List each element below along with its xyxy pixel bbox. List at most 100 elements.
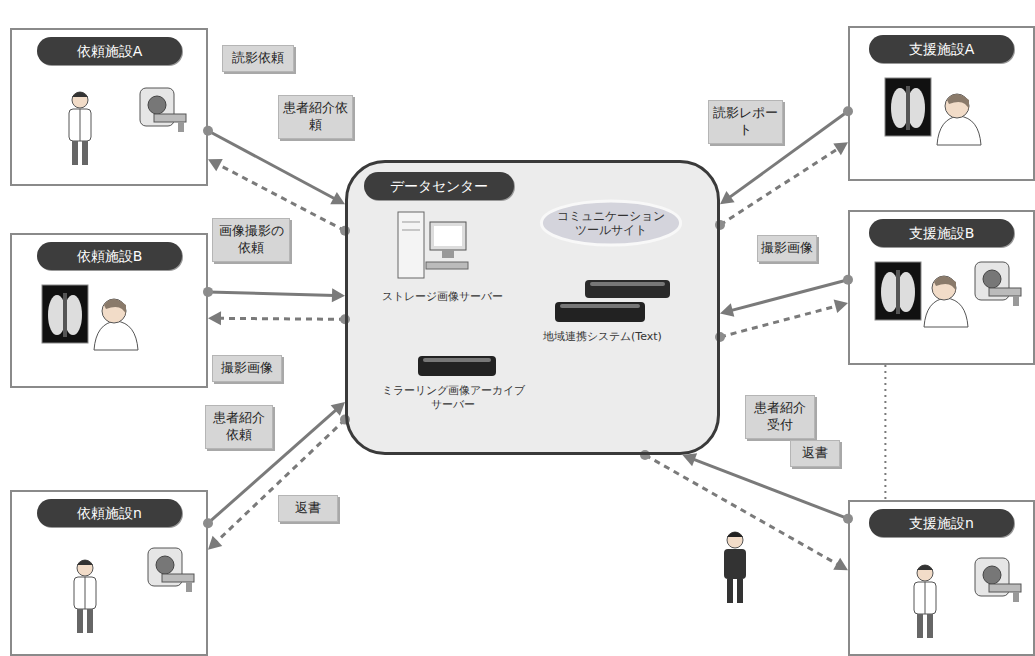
facility-box: 依頼施設n — [10, 490, 208, 656]
connector-dot — [715, 332, 725, 342]
doctor-figure — [74, 560, 96, 633]
node-text: コミュニケーションツールサイト — [554, 209, 668, 238]
sticky-note: 読影レポート — [708, 100, 783, 144]
facility-box: 支援施設B — [848, 210, 1035, 365]
viewing-person — [924, 276, 968, 327]
ct-scanner — [975, 558, 1021, 602]
connector — [203, 402, 345, 528]
connector-line — [720, 306, 838, 337]
arrow-head — [833, 558, 848, 571]
facility-box: 依頼施設B — [10, 233, 208, 388]
device-caption: ストレージ画像サーバー — [372, 290, 512, 304]
connector — [720, 275, 853, 317]
node-title: 支援施設B — [909, 225, 975, 241]
sticky-note: 患者紹介受付 — [745, 395, 815, 439]
arrow-head — [331, 402, 345, 416]
arrow-head — [332, 288, 345, 302]
connector-dot — [203, 287, 213, 297]
label-text: 撮影画像 — [221, 360, 273, 375]
label-text: 読影依頼 — [232, 50, 284, 65]
sticky-note: 返書 — [790, 440, 840, 467]
connector — [715, 300, 848, 342]
sticky-note: 返書 — [278, 495, 338, 522]
connector-dot — [640, 450, 650, 460]
connector-line — [645, 455, 839, 565]
data-center-box: データセンターコミュニケーションツールサイト — [345, 160, 720, 455]
label-text: ストレージ画像サーバー — [382, 290, 503, 303]
arrow-head — [720, 303, 734, 317]
label-text: 患者紹介依頼 — [213, 410, 265, 442]
server-icon — [398, 212, 468, 278]
connector-dot — [203, 126, 213, 136]
connector-dot — [203, 518, 213, 528]
arrow-head — [833, 142, 848, 155]
label-text: ミラーリング画像アーカイブサーバー — [382, 384, 525, 411]
label-text: 地域連携システム(Text) — [543, 330, 662, 343]
header-pill: 依頼施設n — [37, 499, 182, 527]
connector-line — [884, 365, 886, 500]
header-pill: 依頼施設A — [37, 37, 182, 65]
arrow-head — [208, 159, 223, 171]
ct-scanner — [140, 88, 186, 132]
label-text: 読影レポート — [713, 105, 778, 137]
connector — [640, 450, 848, 570]
node-title: 依頼施設n — [77, 505, 142, 521]
arrow-head — [720, 191, 735, 204]
connector-dot — [715, 220, 725, 230]
data-center-ground — [345, 160, 720, 455]
label-text: 返書 — [295, 500, 321, 515]
sticky-note: 患者紹介依頼 — [278, 95, 353, 139]
xray-film — [42, 285, 88, 343]
patient-figure — [724, 532, 746, 603]
facility-box: 依頼施設A — [10, 28, 208, 186]
node-title: 支援施設n — [909, 515, 974, 531]
node-title: 依頼施設B — [77, 248, 143, 264]
tool-site-oval: コミュニケーションツールサイト — [540, 200, 682, 246]
server-device — [555, 302, 645, 322]
header-pill: データセンター — [364, 172, 514, 200]
sticky-note: 撮影画像 — [757, 235, 817, 262]
header-pill: 依頼施設B — [37, 242, 182, 270]
server-device — [585, 280, 670, 298]
arrow-head — [834, 300, 848, 314]
facility-box: 支援施設n — [848, 500, 1035, 656]
node-title: データセンター — [390, 178, 488, 194]
connector-line — [208, 292, 335, 296]
doctor-figure — [69, 92, 91, 165]
connector — [203, 287, 345, 302]
label-text: 返書 — [802, 445, 828, 460]
connector-line — [218, 317, 345, 321]
arrow-head — [208, 311, 221, 325]
doctor-figure — [914, 565, 936, 638]
node-title: 依頼施設A — [77, 43, 143, 59]
server-device — [418, 356, 496, 376]
sticky-note: 画像撮影の依頼 — [212, 218, 290, 262]
ct-scanner — [975, 262, 1021, 306]
header-pill: 支援施設A — [869, 35, 1014, 63]
arrow-head — [683, 453, 698, 466]
xray-film — [885, 78, 931, 136]
viewing-person — [94, 299, 138, 350]
connector — [208, 311, 350, 325]
label-text: 患者紹介依頼 — [283, 100, 348, 132]
arrow-head — [208, 536, 222, 550]
connector — [885, 365, 886, 500]
viewing-person — [937, 94, 981, 145]
label-text: 撮影画像 — [761, 240, 813, 255]
sticky-note: 患者紹介依頼 — [205, 405, 273, 449]
connector-line — [692, 459, 848, 519]
device-caption: 地域連携システム(Text) — [500, 330, 705, 344]
xray-film — [875, 262, 921, 320]
connector-line — [720, 148, 840, 225]
facility-box: 支援施設A — [848, 26, 1035, 181]
oval-shape — [541, 201, 680, 245]
node-title: 支援施設A — [909, 41, 975, 57]
arrow-head — [330, 192, 345, 204]
device-caption: ミラーリング画像アーカイブサーバー — [378, 384, 528, 412]
connector — [715, 142, 848, 230]
header-pill: 支援施設B — [869, 219, 1014, 247]
label-text: 患者紹介受付 — [754, 400, 806, 432]
